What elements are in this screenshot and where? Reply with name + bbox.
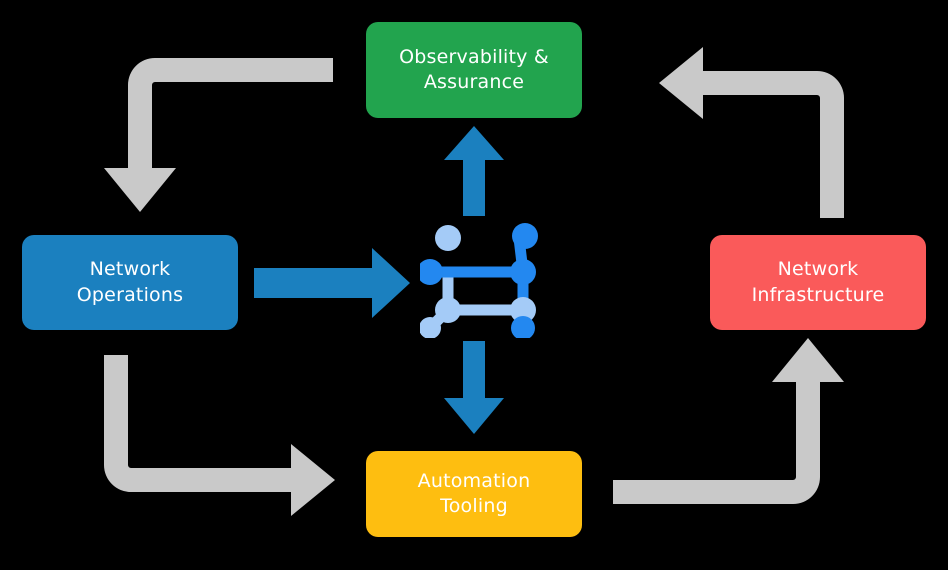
node-observability-and-assurance[interactable]: Observability & Assurance <box>366 22 582 118</box>
connector-network-operations-to-automation-tooling <box>104 355 335 516</box>
connector-center-to-observability <box>444 126 504 216</box>
connector-center-to-automation-tooling <box>444 341 504 434</box>
node-label-network-operations: Network Operations <box>76 258 184 306</box>
node-automation-tooling[interactable]: Automation Tooling <box>366 451 582 537</box>
connector-network-operations-to-center <box>254 248 410 318</box>
node-label-network-infrastructure: Network Infrastructure <box>751 258 885 306</box>
icon-dark-nodes <box>420 223 538 338</box>
node-label-automation-tooling: Automation Tooling <box>417 469 531 517</box>
node-label-observability: Observability & Assurance <box>399 45 549 93</box>
network-topology-icon <box>420 223 538 338</box>
node-network-infrastructure[interactable]: Network Infrastructure <box>710 235 926 330</box>
connector-network-infrastructure-to-observability <box>659 47 844 218</box>
connector-observability-to-network-operations <box>104 58 333 212</box>
icon-light-nodes <box>420 225 536 338</box>
node-network-operations[interactable]: Network Operations <box>22 235 238 330</box>
connector-automation-tooling-to-network-infrastructure <box>613 338 844 504</box>
